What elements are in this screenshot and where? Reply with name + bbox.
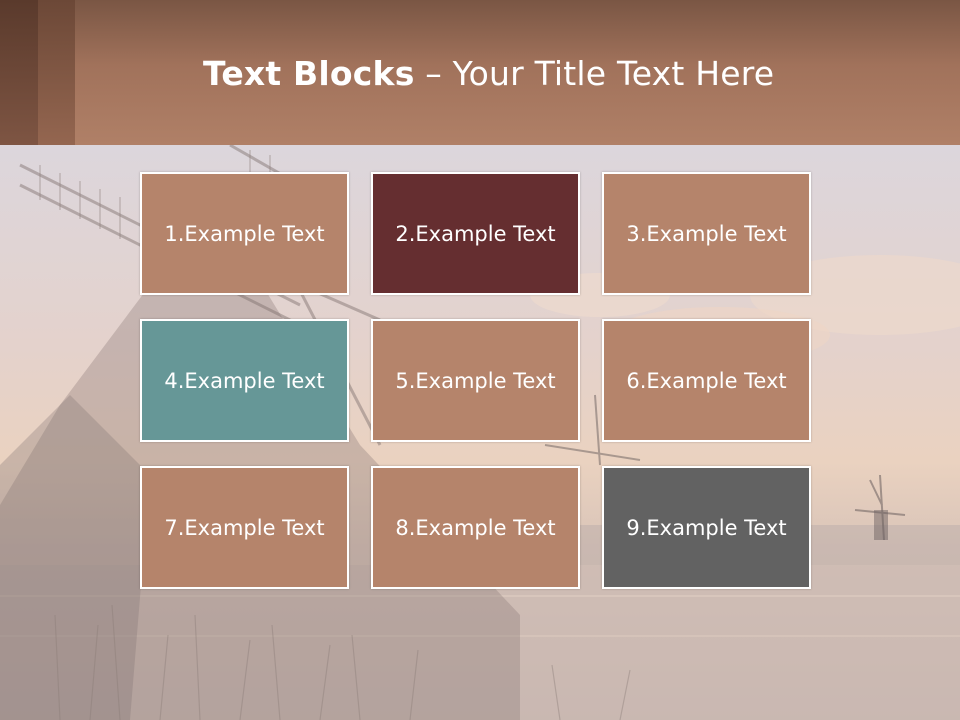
- header-accent-mid: [38, 0, 75, 145]
- title-dash: –: [414, 54, 453, 93]
- text-block-1[interactable]: 1.Example Text: [140, 172, 349, 295]
- header-accent-dark: [0, 0, 38, 145]
- text-block-7[interactable]: 7.Example Text: [140, 466, 349, 589]
- text-block-3[interactable]: 3.Example Text: [602, 172, 811, 295]
- text-block-6[interactable]: 6.Example Text: [602, 319, 811, 442]
- text-block-8[interactable]: 8.Example Text: [371, 466, 580, 589]
- slide-title[interactable]: Text Blocks – Your Title Text Here: [203, 54, 774, 93]
- title-header-band: Text Blocks – Your Title Text Here: [0, 0, 960, 145]
- title-bold: Text Blocks: [203, 54, 415, 93]
- text-block-4[interactable]: 4.Example Text: [140, 319, 349, 442]
- text-block-9[interactable]: 9.Example Text: [602, 466, 811, 589]
- title-rest: Your Title Text Here: [452, 54, 775, 93]
- text-block-2[interactable]: 2.Example Text: [371, 172, 580, 295]
- text-block-5[interactable]: 5.Example Text: [371, 319, 580, 442]
